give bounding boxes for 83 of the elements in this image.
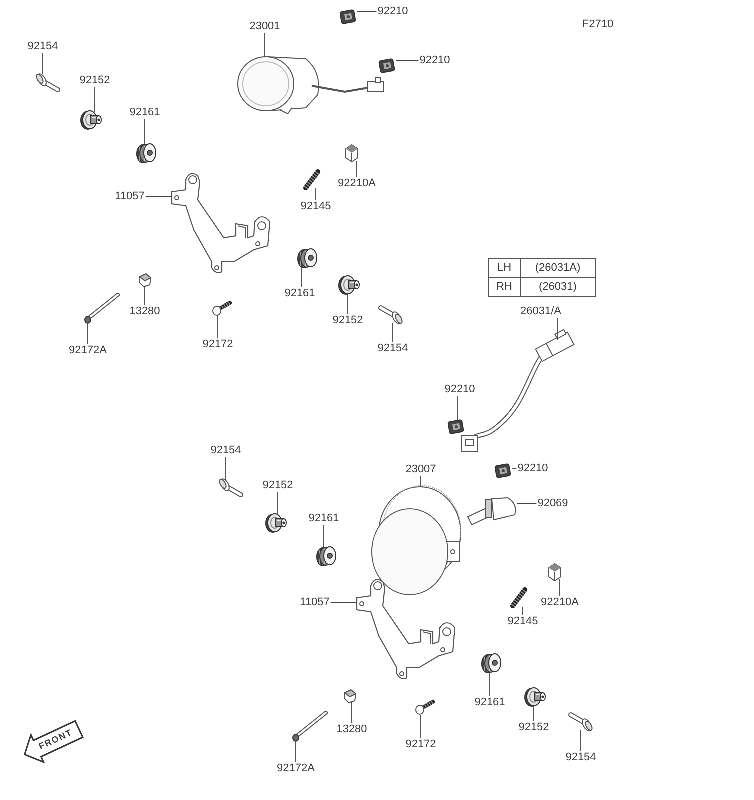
collar-washer-drawing bbox=[524, 688, 546, 707]
collar-washer-drawing bbox=[80, 110, 102, 130]
clip-nut-drawing bbox=[494, 463, 512, 479]
lamp-drawing bbox=[372, 486, 462, 596]
leader-line bbox=[580, 730, 582, 752]
part-number: 23007 bbox=[406, 464, 436, 476]
nut-drawing bbox=[346, 144, 358, 163]
leader-line bbox=[512, 468, 518, 470]
part-number: 26031/A bbox=[520, 306, 562, 318]
part-number: 92210 bbox=[420, 56, 450, 66]
part-number: 92145 bbox=[508, 616, 538, 628]
nut-drawing bbox=[548, 563, 562, 582]
bolt-drawing bbox=[219, 478, 244, 498]
leader-line bbox=[264, 33, 266, 58]
stud-drawing bbox=[510, 588, 528, 608]
leader-line bbox=[330, 602, 358, 604]
part-number: 11057 bbox=[300, 598, 330, 608]
bulb-drawing bbox=[467, 498, 516, 526]
part-number: 92154 bbox=[566, 752, 596, 764]
leader-line bbox=[392, 322, 394, 343]
screw-drawing bbox=[416, 700, 435, 715]
collar-drawing bbox=[139, 273, 152, 288]
lamp-drawing bbox=[238, 56, 384, 115]
grommet-drawing bbox=[482, 654, 502, 674]
grommet-drawing bbox=[316, 546, 336, 566]
pin-drawing bbox=[84, 293, 120, 324]
grommet-drawing bbox=[298, 248, 318, 268]
bolt-drawing bbox=[568, 712, 593, 732]
leader-line bbox=[144, 119, 146, 144]
part-number: 92154 bbox=[28, 42, 58, 52]
leader-line bbox=[396, 60, 420, 62]
table-cell: (26031) bbox=[520, 277, 596, 297]
part-number: 92152 bbox=[518, 722, 550, 734]
bolt-drawing bbox=[378, 306, 403, 324]
part-number: 92172A bbox=[277, 764, 315, 774]
part-number: 92161 bbox=[474, 698, 506, 708]
part-number: 92152 bbox=[80, 76, 110, 86]
leader-line bbox=[420, 714, 422, 739]
figure-code: F2710 bbox=[582, 20, 614, 30]
part-number: 13280 bbox=[336, 724, 368, 736]
part-number: 92161 bbox=[308, 514, 340, 524]
leader-line bbox=[144, 286, 146, 306]
table-cell: RH bbox=[488, 277, 521, 297]
table-cell: LH bbox=[488, 258, 521, 278]
part-number: 13280 bbox=[130, 306, 160, 318]
part-number: 92210 bbox=[444, 384, 476, 396]
part-number: 92161 bbox=[284, 288, 316, 300]
stud-drawing bbox=[304, 170, 320, 190]
part-number: 92172 bbox=[202, 340, 234, 350]
leader-line bbox=[42, 53, 44, 74]
pin-drawing bbox=[292, 711, 328, 742]
part-number: 92152 bbox=[262, 480, 294, 492]
part-number: 92172A bbox=[69, 346, 107, 356]
part-number: 92154 bbox=[378, 344, 408, 354]
collar-washer-drawing bbox=[266, 514, 287, 533]
part-number: 92210A bbox=[541, 598, 579, 608]
collar-washer-drawing bbox=[338, 276, 360, 295]
part-number: 92210 bbox=[518, 464, 548, 474]
part-number: 92069 bbox=[538, 498, 568, 510]
leader-line bbox=[522, 606, 524, 616]
part-number: 92145 bbox=[300, 202, 332, 212]
screw-drawing bbox=[212, 301, 232, 316]
part-number: 92154 bbox=[210, 446, 242, 456]
part-number: 92210 bbox=[378, 6, 408, 18]
bracket-drawing bbox=[171, 173, 271, 274]
part-number: 23001 bbox=[250, 22, 280, 32]
part-number: 11057 bbox=[115, 192, 145, 202]
leader-line bbox=[145, 196, 172, 198]
part-number: 92210A bbox=[338, 178, 376, 190]
bracket-drawing bbox=[356, 579, 456, 680]
leader-line bbox=[420, 476, 422, 488]
grommet-drawing bbox=[136, 144, 156, 164]
part-number: 92172 bbox=[406, 740, 436, 750]
collar-drawing bbox=[344, 689, 357, 704]
clip-nut-drawing bbox=[448, 419, 464, 435]
part-number: 92161 bbox=[130, 108, 160, 118]
part-number: 92152 bbox=[332, 316, 364, 326]
bolt-drawing bbox=[36, 74, 60, 92]
clip-nut-drawing bbox=[340, 9, 356, 25]
table-cell: (26031A) bbox=[520, 258, 596, 278]
leader-line bbox=[94, 87, 96, 112]
clip-nut-drawing bbox=[378, 58, 396, 74]
leader-line bbox=[356, 160, 358, 178]
